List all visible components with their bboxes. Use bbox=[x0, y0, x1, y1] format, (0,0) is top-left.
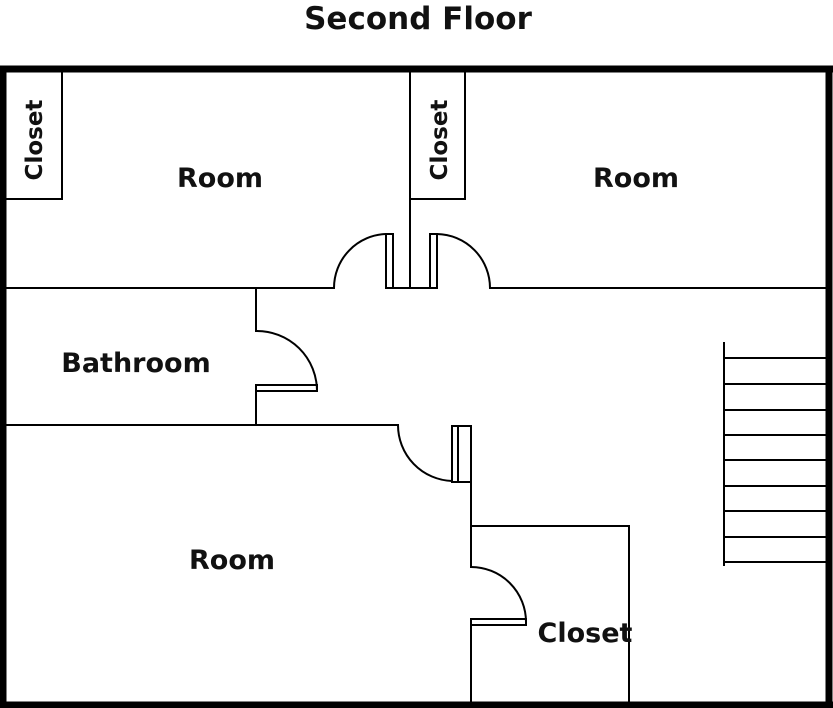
door-bathroom[interactable] bbox=[255, 329, 318, 392]
door-top-left-room[interactable] bbox=[333, 233, 394, 289]
closet-top-left-label: Closet bbox=[22, 100, 48, 181]
door-bottom-closet[interactable] bbox=[470, 566, 527, 626]
closet-top-middle: Closet bbox=[409, 70, 466, 200]
outer-walls bbox=[0, 65, 833, 708]
room-top-right-label: Room bbox=[593, 163, 679, 194]
closet-bottom-label: Closet bbox=[538, 618, 633, 649]
closet-top-left: Closet bbox=[4, 70, 63, 200]
interior-walls bbox=[4, 70, 829, 706]
room-top-left-label: Room bbox=[177, 163, 263, 194]
door-bottom-room[interactable] bbox=[397, 424, 472, 483]
stairs bbox=[723, 342, 828, 566]
room-bottom-left-label: Room bbox=[189, 545, 275, 576]
door-top-right-room[interactable] bbox=[429, 233, 491, 289]
closet-top-middle-label: Closet bbox=[427, 100, 453, 181]
bathroom-label: Bathroom bbox=[61, 348, 210, 379]
plan-title: Second Floor bbox=[304, 1, 532, 37]
